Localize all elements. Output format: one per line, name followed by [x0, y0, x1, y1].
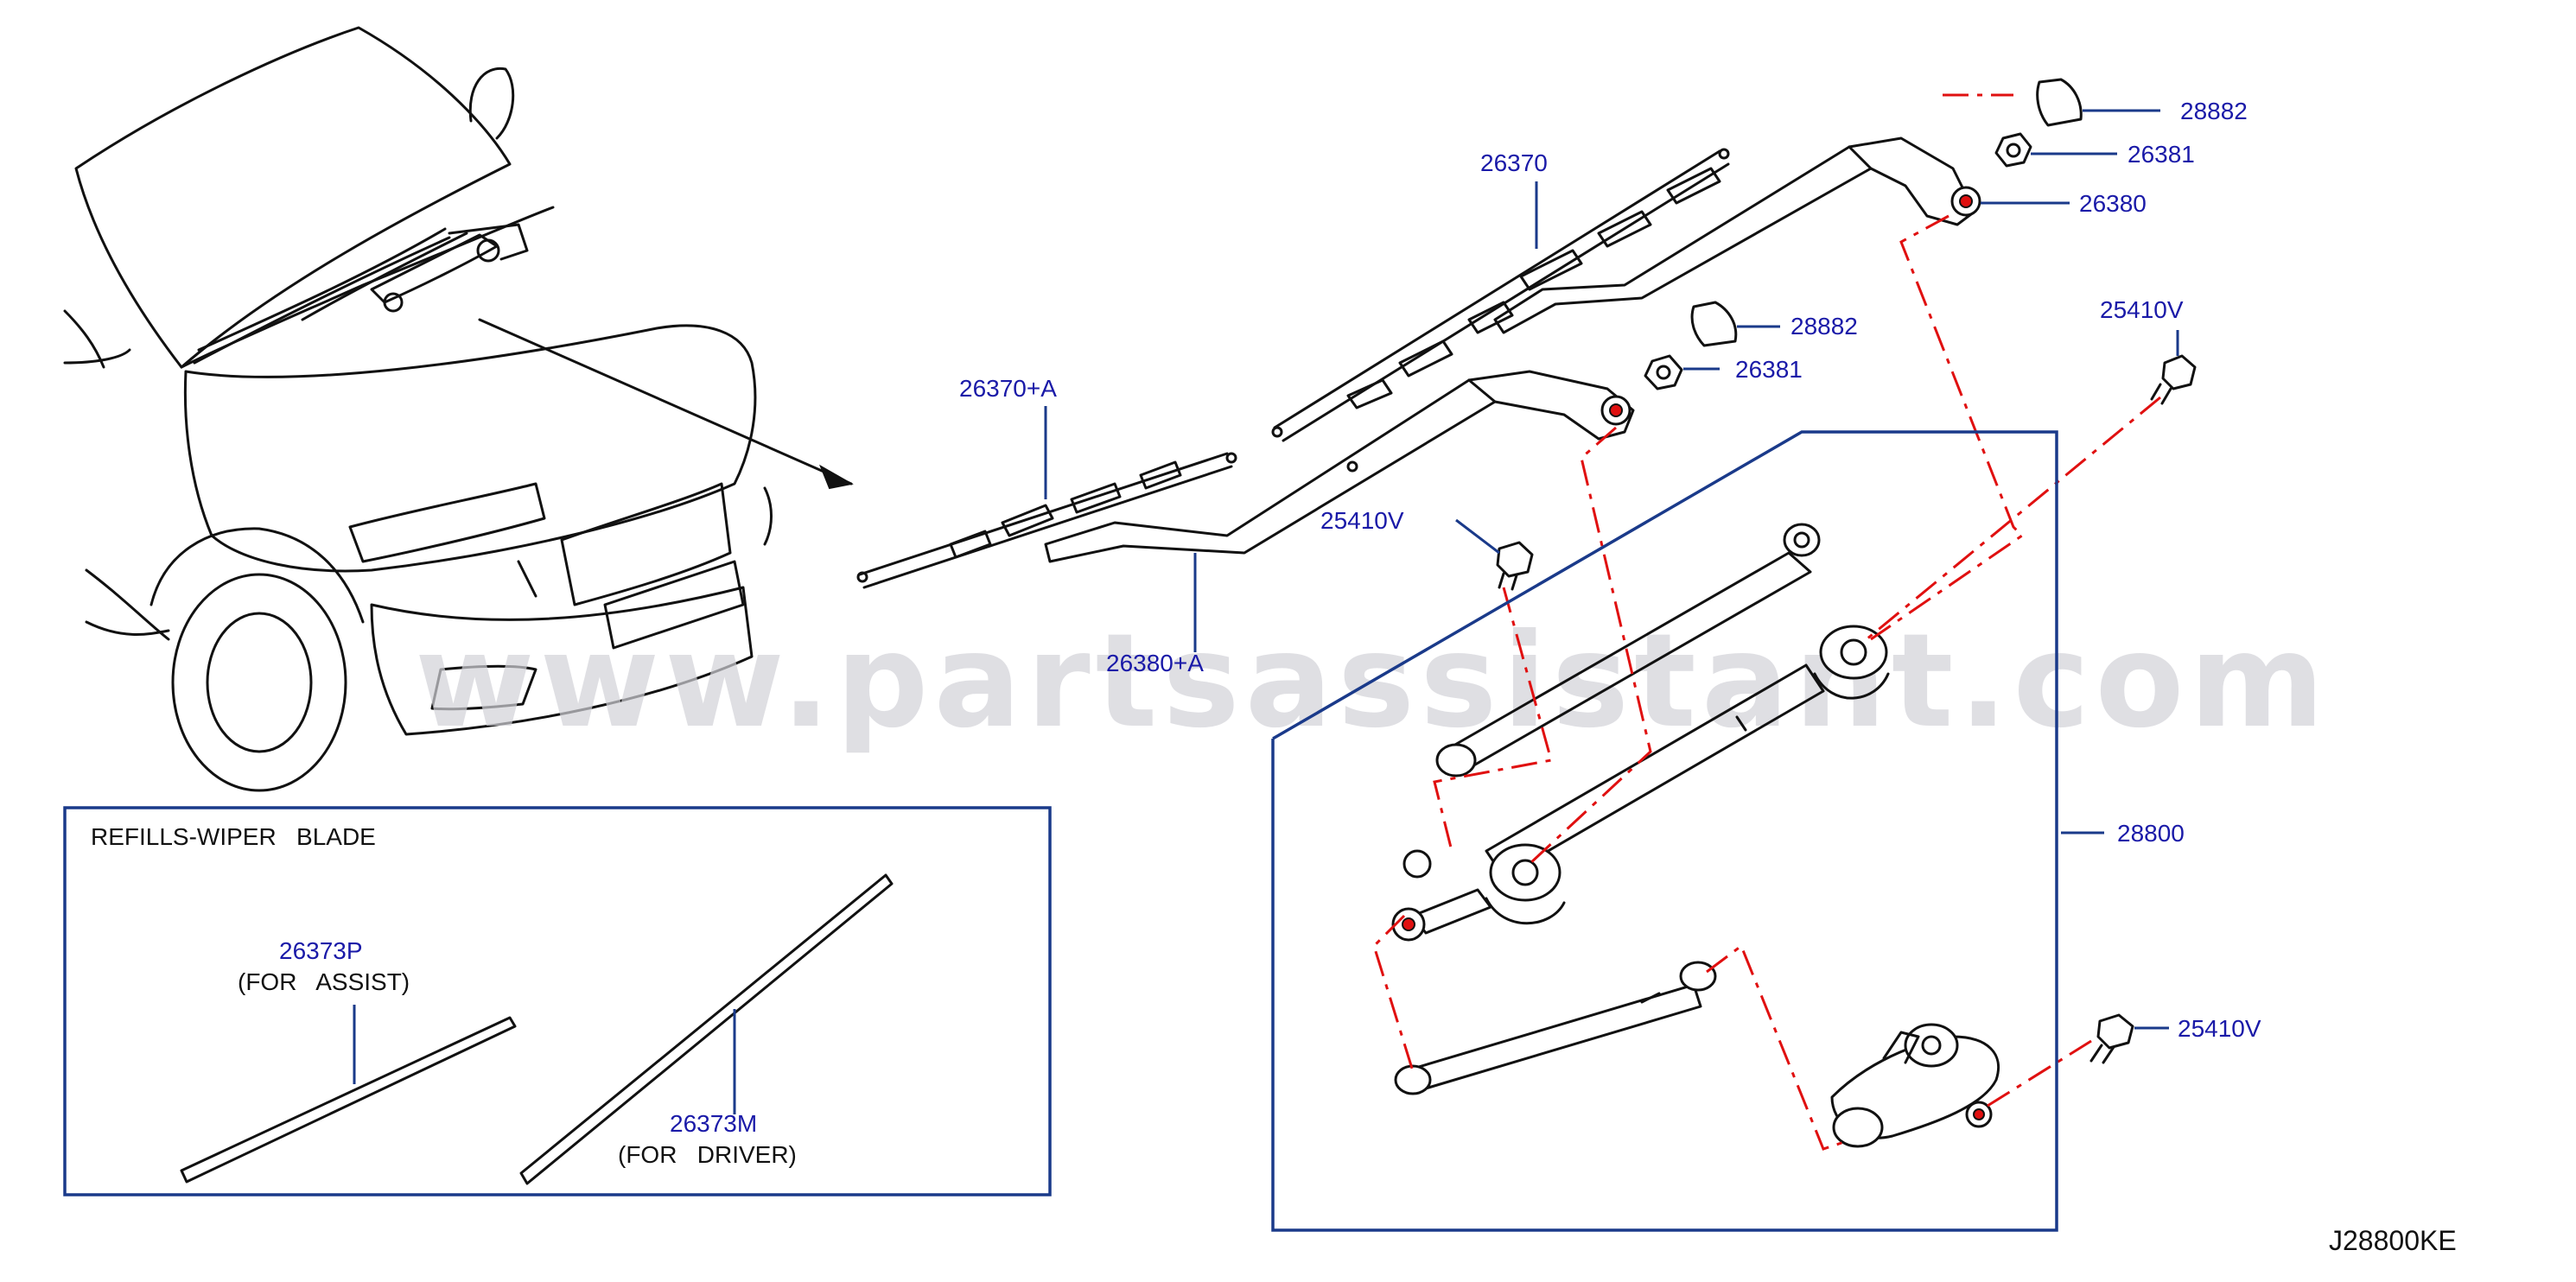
nut-lower-drawing: [1644, 354, 1683, 390]
callout-arm-driver: 26380: [2079, 190, 2147, 217]
callout-arm-assist: 26380+A: [1106, 650, 1204, 676]
nut-upper-drawing: [1994, 132, 2032, 168]
callout-refill-assist: 26373P: [279, 937, 363, 964]
callout-blade-driver: 26370: [1480, 149, 1548, 176]
assembly-guide-lines: [1372, 93, 2161, 1151]
linkage-assembly-frame: [1271, 430, 2058, 1232]
callout-nut-upper: 26381: [2128, 141, 2195, 168]
wiper-blade-assist-drawing: [856, 452, 1237, 589]
callout-cap-upper: 28882: [2180, 98, 2248, 124]
wiper-arm-assist-drawing: [1044, 370, 1635, 563]
callout-bolt-middle: 25410V: [1320, 507, 1404, 534]
wiper-linkage-drawing: [1391, 523, 2000, 1148]
wiper-blade-driver-drawing: [1271, 148, 1730, 442]
callout-nut-lower: 26381: [1735, 356, 1803, 383]
callout-bolt-right-top: 25410V: [2100, 296, 2184, 323]
cap-upper-drawing: [2036, 78, 2083, 127]
wiper-arm-driver-drawing: [1493, 136, 1981, 334]
refills-box-title: REFILLS-WIPER BLADE: [91, 823, 376, 850]
refill-assist-note: (FOR ASSIST): [238, 968, 410, 995]
callout-refill-driver: 26373M: [670, 1110, 757, 1137]
callout-cap-lower: 28882: [1790, 313, 1858, 340]
callout-linkage-assembly: 28800: [2117, 820, 2185, 847]
diagram-code: J28800KE: [2329, 1225, 2457, 1256]
bolt-right-bottom-drawing: [2089, 1013, 2134, 1064]
callout-leaders: [1044, 109, 2179, 1030]
callout-blade-assist: 26370+A: [959, 375, 1057, 402]
callout-bolt-right-bottom: 25410V: [2178, 1015, 2261, 1042]
refills-box: [63, 806, 1052, 1196]
bolt-right-top-drawing: [2150, 354, 2197, 405]
refill-driver-note: (FOR DRIVER): [618, 1141, 797, 1168]
vehicle-illustration: [63, 26, 854, 792]
bolt-middle-drawing: [1496, 541, 1534, 591]
cap-lower-drawing: [1690, 301, 1738, 347]
